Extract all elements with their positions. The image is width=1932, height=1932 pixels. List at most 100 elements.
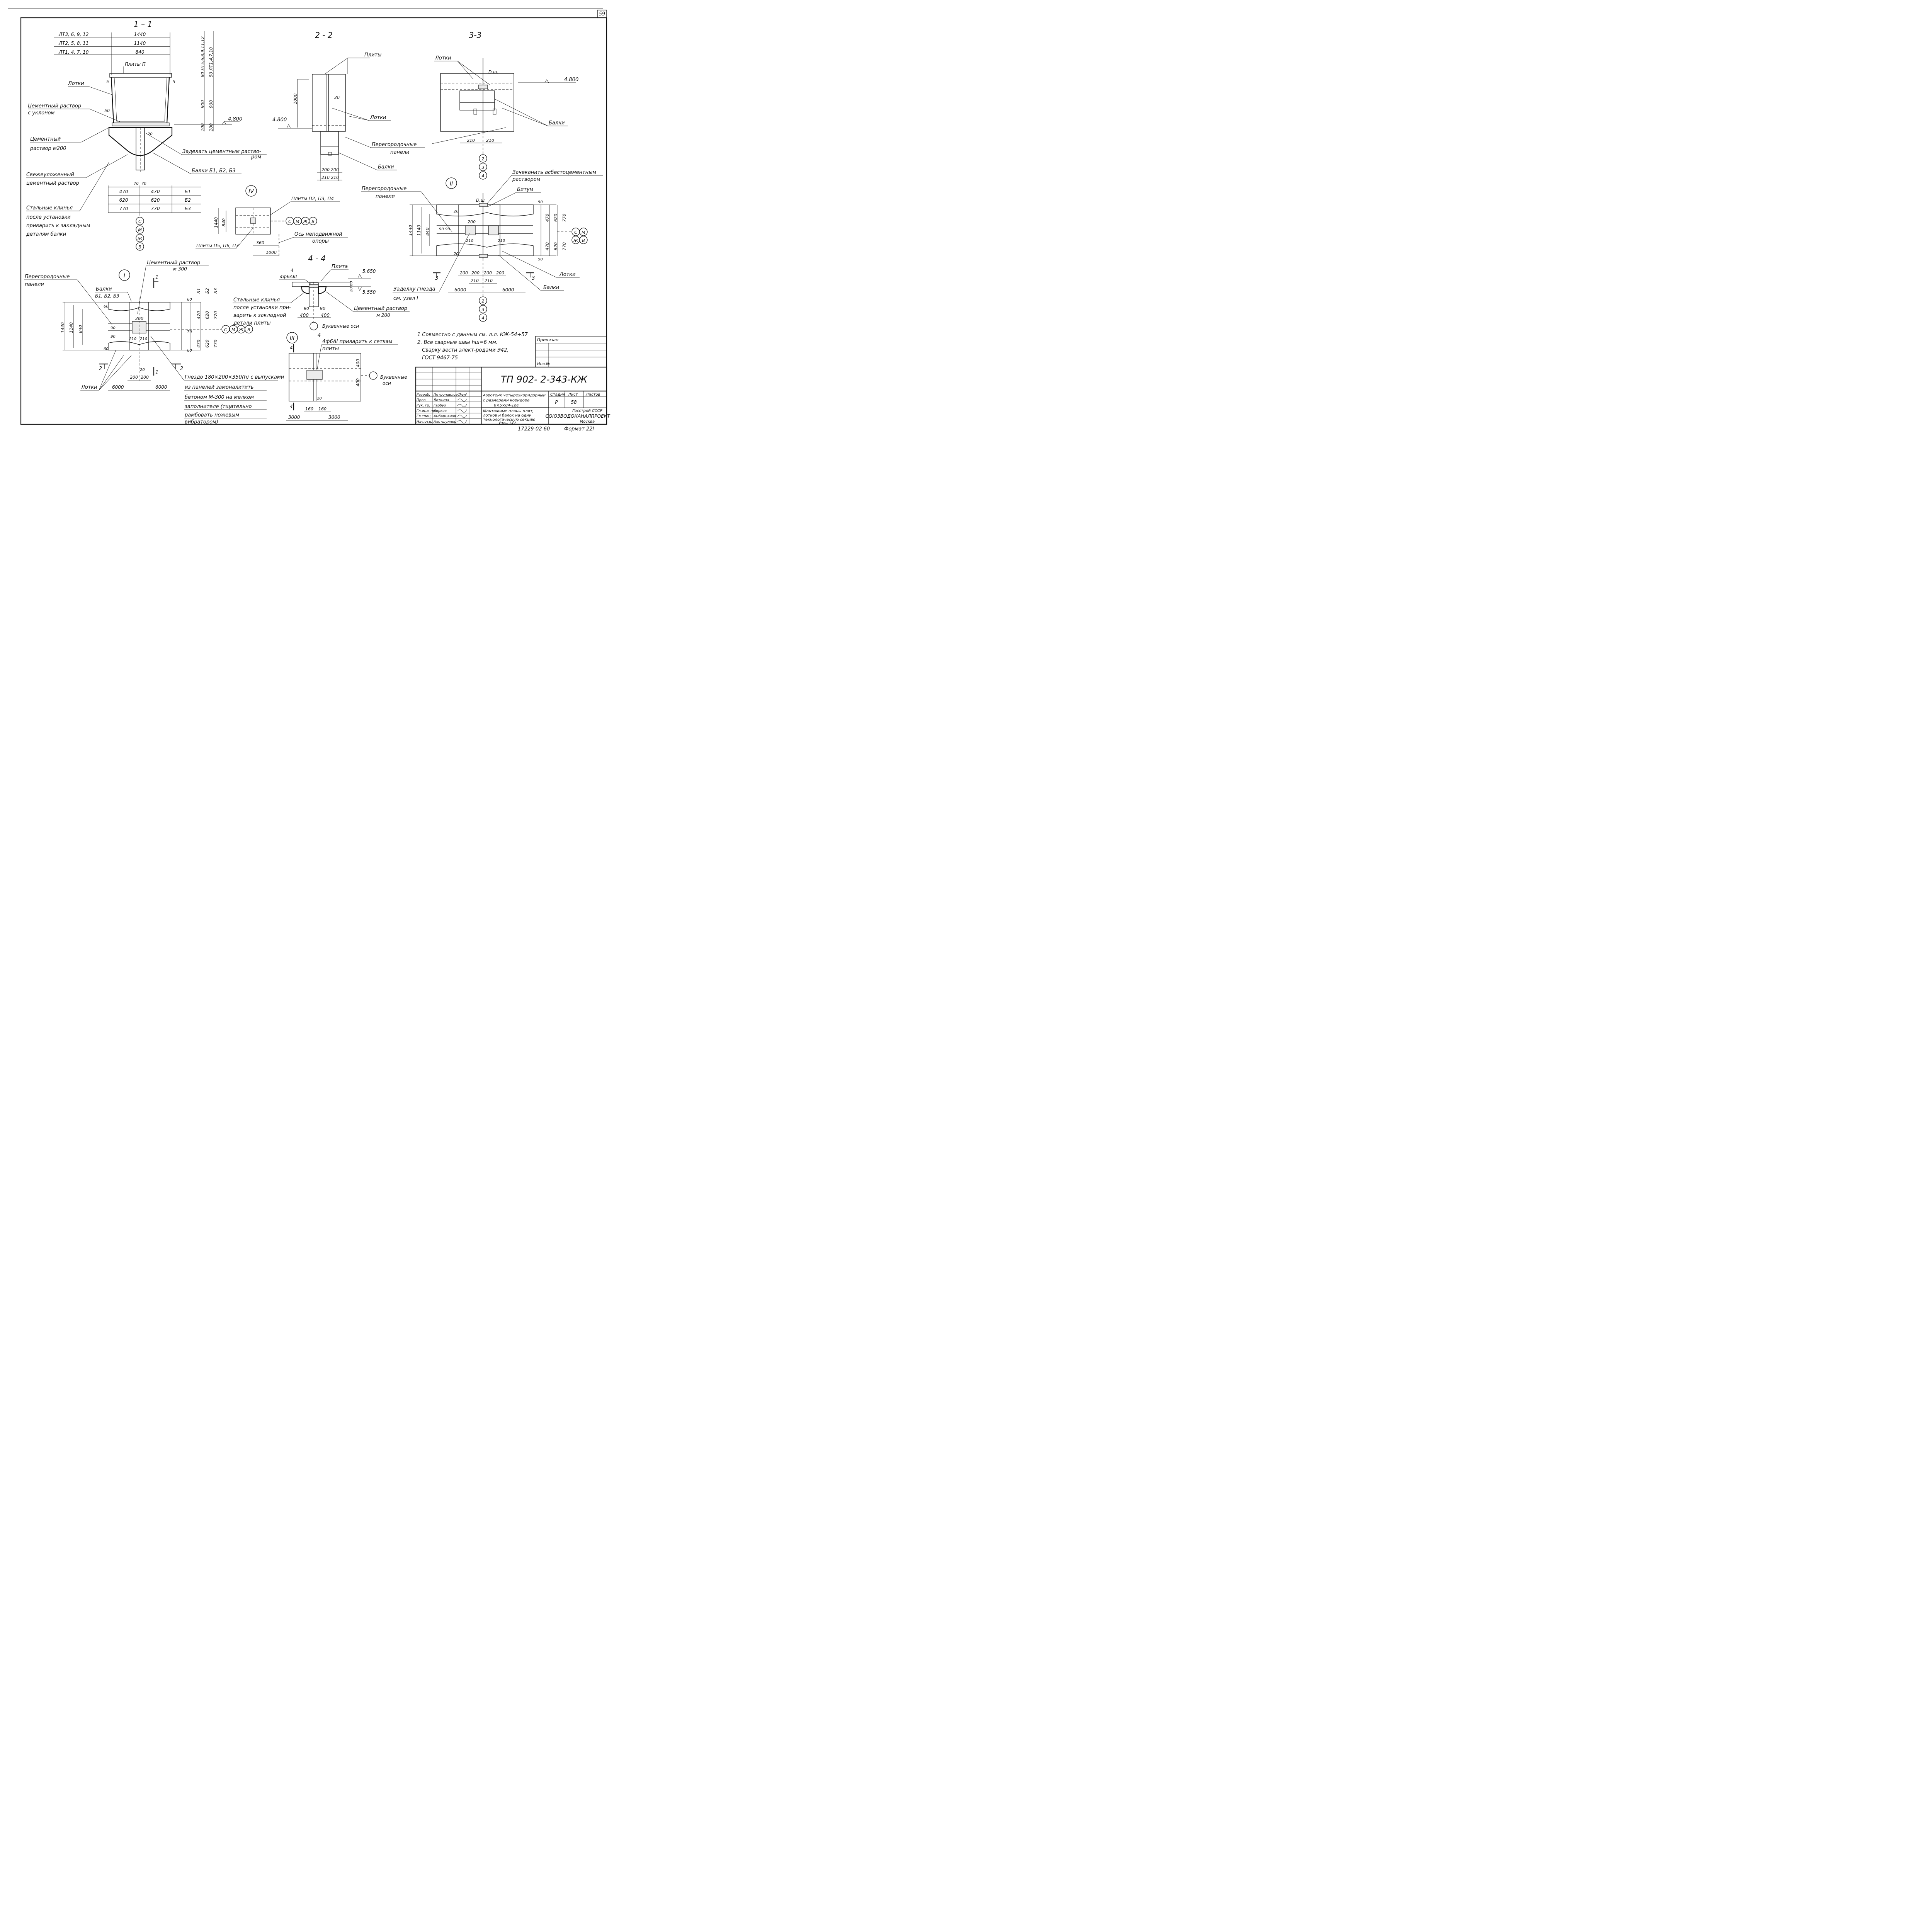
callout-text: 4ф6АI приварить к сеткам <box>322 339 393 345</box>
axis-mark: Ж <box>137 236 143 241</box>
callout-text: плиты <box>322 346 339 352</box>
level-mark: 4.800 <box>228 116 242 122</box>
dim-row-label: ЛТ1, 4, 7, 10 <box>58 49 89 55</box>
callout-text: детали плиты <box>233 320 271 326</box>
slab-top <box>436 204 534 216</box>
org-line: СОЮЗВОДОКАНАЛПРОЕКТ <box>545 413 611 419</box>
callout-text: оси <box>383 381 391 386</box>
axis-mark: 4 <box>482 173 485 179</box>
node-number: III <box>290 335 294 342</box>
callout-text: панели <box>25 282 44 287</box>
beam-mark: Б1 <box>185 189 191 194</box>
dim: 200 <box>460 270 468 276</box>
callout-text: панели <box>390 150 410 155</box>
dim: 470 <box>545 214 550 222</box>
dim-20: 20 <box>334 95 340 100</box>
callout-text: Балки <box>378 164 394 170</box>
stamp-role: Гл.спец. <box>417 415 432 418</box>
node-number: I <box>124 273 125 279</box>
cut-mark: 3 <box>532 276 535 281</box>
dim: 840 <box>221 218 226 226</box>
dim: 200 <box>484 270 492 276</box>
dim: 3000 <box>328 415 340 420</box>
dim: 90 <box>439 227 444 231</box>
callout-text: цементный раствор <box>26 180 79 186</box>
dim: 160 <box>305 406 313 412</box>
dim: 3000 <box>288 415 300 420</box>
beam-mark: Б3 <box>185 206 191 211</box>
dim: 200 <box>321 167 330 172</box>
dim: 1140 <box>69 322 74 333</box>
privyazan-label: Привязан <box>537 337 558 342</box>
dim: 50 <box>538 257 543 262</box>
dim: 90 <box>111 326 116 330</box>
callout-text: Заделку гнезда <box>393 286 435 292</box>
callout-text: Перегородочные <box>25 274 70 280</box>
callout-text: см. узел I <box>393 296 418 301</box>
inventory-number: 17229-02 60 <box>518 426 550 432</box>
dim: 770 <box>213 340 218 348</box>
axis-mark: С <box>288 219 291 224</box>
vertical-dim-label: 80 ЛТ5,6,8,9,11,12 <box>200 36 205 77</box>
axis-mark: 2 <box>482 299 485 304</box>
callout-text: м 200 <box>376 313 390 318</box>
slab-top <box>108 302 170 311</box>
node-iv: IV 1440 840 Плиты П2, П3, П4 С М Ж В Пли… <box>196 185 348 257</box>
dim: 210 <box>498 239 505 243</box>
dim: 360 <box>256 240 264 245</box>
level-mark: 5.650 <box>362 269 376 274</box>
cut-mark: 4 <box>290 345 293 350</box>
beam-dim: 620 <box>151 197 160 203</box>
section-3-3: 3-3 Лотки D.ш. 4.800 Балки 210 210 2 3 4 <box>432 31 578 180</box>
level-mark: 5.550 <box>362 289 376 295</box>
cut-mark: 2 <box>180 366 183 372</box>
dim: 470 <box>196 311 201 319</box>
dim: 6000 <box>155 384 167 390</box>
axis-mark: В <box>247 327 250 332</box>
signature <box>457 404 467 407</box>
callout-text: Цементный раствор <box>354 306 407 311</box>
cut-mark: 1 <box>155 275 158 281</box>
dim: 70 <box>187 330 192 334</box>
slab-p <box>109 73 172 78</box>
callout-text: Б1, Б2, Б3 <box>95 293 119 299</box>
axis-mark: 3 <box>482 307 485 312</box>
dim: 60 <box>187 349 192 353</box>
stamp-role: Разраб. <box>417 393 430 397</box>
callout-text: с уклоном <box>28 110 55 116</box>
sheet-title: Монтажные планы плит, <box>483 409 534 413</box>
axis-mark: 2 <box>482 156 485 162</box>
node-i: I Цементный раствор м 300 Перегородочные… <box>24 260 284 425</box>
section-2-2-title: 2 - 2 <box>315 31 332 40</box>
callout-text: Буквенные <box>380 374 407 380</box>
signature <box>457 420 467 423</box>
section-4-4-title: 4 - 4 <box>308 254 325 263</box>
org-line: Госстрой СССР <box>572 409 603 413</box>
stamp-name: Лоткина <box>433 398 449 402</box>
rebar-label: 4ф6АIII <box>280 274 297 279</box>
axis-mark: М <box>582 230 585 235</box>
stamp-name: Гарбуз <box>434 404 446 408</box>
note-line: 2. Все сварные швы hш=6 мм. <box>417 340 498 345</box>
inv-label: Инв.№ <box>537 362 550 366</box>
callout-text: из панелей замоналитить <box>185 384 253 390</box>
callout-text: Лотки <box>81 384 97 390</box>
dim: 400 <box>300 313 309 318</box>
dim: 210 <box>140 337 147 341</box>
sheet-title: лотков и балок на одну <box>483 413 532 418</box>
dim: 90 <box>304 306 309 311</box>
stamp-name: Алотшуллер <box>433 420 456 424</box>
mark-4: 4 <box>291 268 294 273</box>
dim: 200 <box>496 270 504 276</box>
axis-mark: М <box>231 327 235 332</box>
callout-text: Плиты <box>364 52 381 58</box>
tray-outline <box>111 77 170 124</box>
project-title: с размерами коридора <box>483 398 529 403</box>
dim: 200 <box>141 375 149 380</box>
callout-text: заполнителе (тщательно <box>185 404 252 410</box>
axis-mark: В <box>138 245 141 250</box>
dim: 210 <box>467 138 475 143</box>
dw-label: D.ш. <box>488 70 498 75</box>
stage-value: Р <box>555 400 558 405</box>
dim: 60 <box>104 347 109 351</box>
